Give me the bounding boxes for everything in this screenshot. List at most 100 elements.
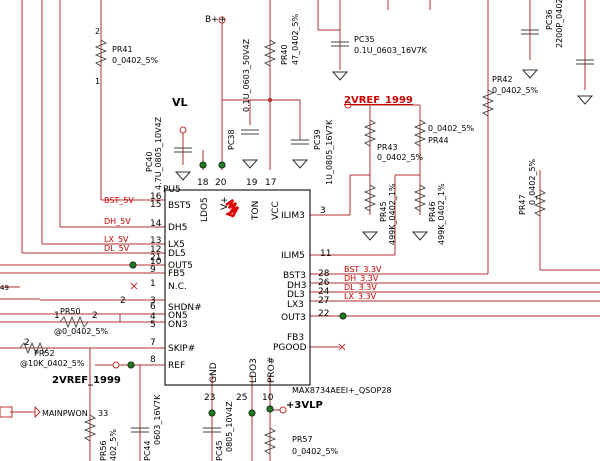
pc44-ref: PC44 bbox=[143, 440, 152, 461]
pr45-ref: PR45 bbox=[379, 201, 388, 222]
pr41-value: 0_0402_5% bbox=[112, 56, 159, 65]
pin-name: PGOOD bbox=[273, 343, 307, 353]
pin-name: FB3 bbox=[287, 333, 304, 343]
pr41-ref: PR41 bbox=[112, 45, 133, 54]
capacitor-symbols bbox=[131, 29, 594, 433]
red-annotation-mark bbox=[225, 198, 240, 218]
pin-name: DH5 bbox=[168, 223, 187, 233]
pin-name: ILIM5 bbox=[281, 251, 305, 261]
pin-number: 4 bbox=[150, 312, 156, 322]
pin-name: DH3 bbox=[287, 281, 306, 291]
pin-number: 11 bbox=[320, 249, 331, 259]
pin-number: 20 bbox=[215, 178, 227, 188]
connector-circles bbox=[112, 16, 352, 414]
pin-name: N.C. bbox=[168, 282, 187, 292]
pin-number: 24 bbox=[318, 287, 330, 297]
pin-name: ON3 bbox=[168, 320, 188, 330]
pin-number: 16 bbox=[150, 192, 162, 202]
pin-number: 1 bbox=[150, 279, 156, 289]
net-name: DH_3.3V bbox=[344, 274, 379, 283]
pr44-value: 0_0402_5% bbox=[428, 124, 475, 133]
pin-name: ON5 bbox=[168, 311, 188, 321]
pr47-ref: PR47 bbox=[518, 194, 527, 215]
pr57-value: 0_0402_5% bbox=[292, 447, 339, 456]
pc38-ref: PC38 bbox=[227, 129, 236, 150]
pr42-ref: PR42 bbox=[492, 75, 513, 84]
pin-number: 10 bbox=[262, 393, 274, 403]
pin-number: 12 bbox=[150, 245, 161, 255]
pc38-value: 0.1U_0603_50V4Z bbox=[242, 38, 251, 112]
pr50-ref: PR50 bbox=[60, 307, 81, 316]
pin-name: SKIP# bbox=[168, 344, 195, 354]
pin-number: 2 bbox=[120, 296, 126, 306]
pin-name: BST3 bbox=[283, 271, 306, 281]
net-name: BST_5V bbox=[104, 196, 134, 205]
pin-number: 2 bbox=[24, 338, 30, 348]
pin-name: GND bbox=[209, 362, 219, 383]
pin-name: VCC bbox=[271, 201, 281, 220]
pin-number: 7 bbox=[150, 338, 156, 348]
pc44-value: 0603_16V7K bbox=[153, 394, 162, 445]
pr44-ref: PR44 bbox=[428, 136, 449, 145]
pin-name: BST5 bbox=[168, 201, 191, 211]
net-vl: VL bbox=[172, 96, 188, 109]
pin-number: 21 bbox=[150, 253, 161, 263]
pr46-ref: PR46 bbox=[428, 201, 437, 222]
pin-name: OUT3 bbox=[281, 313, 306, 323]
pin-number: 8 bbox=[150, 355, 156, 365]
pr47-value: 0_0402_5% bbox=[528, 158, 537, 205]
net-name: DL_5V bbox=[104, 244, 130, 253]
pin-number: 3 bbox=[150, 296, 156, 306]
ic-part-number: MAX8734AEEI+_QSOP28 bbox=[292, 386, 392, 395]
pin-number: 6 bbox=[150, 302, 156, 312]
pr57-ref: PR57 bbox=[292, 435, 313, 444]
resistor-symbols bbox=[19, 39, 547, 455]
pin-number: 13 bbox=[150, 236, 161, 246]
net-3vlp: +3VLP bbox=[286, 400, 323, 411]
pin-name: REF bbox=[168, 361, 185, 371]
pr52-value: @10K_0402_5% bbox=[20, 359, 85, 368]
pin-name: LX3 bbox=[287, 300, 304, 310]
pr43-value: 0_0402_5% bbox=[377, 153, 424, 162]
pc36-value: 2200P_0402_ bbox=[555, 0, 564, 48]
offpage-pin-49: 49 bbox=[0, 284, 9, 292]
net-name: BST_3.3V bbox=[344, 265, 382, 274]
pin-number: 2 bbox=[92, 311, 98, 321]
pc40-ref: PC40 bbox=[145, 151, 154, 172]
pr40-value: 47_0402_5% bbox=[291, 13, 300, 65]
pc40-value: 4.7U_0805_10V4Z bbox=[154, 116, 163, 190]
pr45-value: 499K_0402_1% bbox=[388, 183, 397, 245]
pin-number: 9 bbox=[150, 265, 156, 275]
pin-number: 22 bbox=[318, 309, 329, 319]
net-name: DL_3.3V bbox=[344, 283, 377, 292]
pin-number: 28 bbox=[318, 269, 330, 279]
pc45-value: 0805_10V4Z bbox=[225, 401, 234, 452]
pr52-ref: PR52 bbox=[34, 349, 55, 358]
pc35-ref: PC35 bbox=[354, 35, 375, 44]
pin-number: 26 bbox=[318, 278, 330, 288]
pin-number: 25 bbox=[236, 393, 247, 403]
pr40-ref: PR40 bbox=[280, 44, 289, 65]
pr56-value: 402_5% bbox=[109, 429, 118, 461]
pr46-value: 499K_0402_1% bbox=[437, 183, 446, 245]
net-name: LX_3.3V bbox=[344, 292, 377, 301]
net-name: LX_5V bbox=[104, 235, 129, 244]
mainpwon-arrow bbox=[34, 405, 41, 419]
pin-name: ILIM3 bbox=[281, 211, 305, 221]
ic-body bbox=[164, 189, 311, 386]
pc39-ref: PC39 bbox=[313, 129, 322, 150]
net-vref-left: 2VREF_1999 bbox=[52, 375, 121, 386]
pin-number: 17 bbox=[265, 178, 276, 188]
pin-number: 3 bbox=[320, 206, 326, 216]
ic-refdes: PU5 bbox=[163, 185, 181, 195]
pin-number: 10 bbox=[150, 257, 162, 267]
pc39-value: 1U_0805_16V7K bbox=[325, 119, 334, 185]
net-name: DH_5V bbox=[104, 217, 131, 226]
pin-number: 15 bbox=[150, 200, 161, 210]
pc45-ref: PC45 bbox=[215, 440, 224, 461]
pin-number: 1 bbox=[54, 311, 60, 321]
net-mainpwon-pin: 33 bbox=[98, 409, 108, 418]
pr56-ref: PR56 bbox=[99, 440, 108, 461]
pr50-value: @0_0402_5% bbox=[54, 327, 109, 336]
pc36-ref: PC36 bbox=[545, 9, 554, 30]
